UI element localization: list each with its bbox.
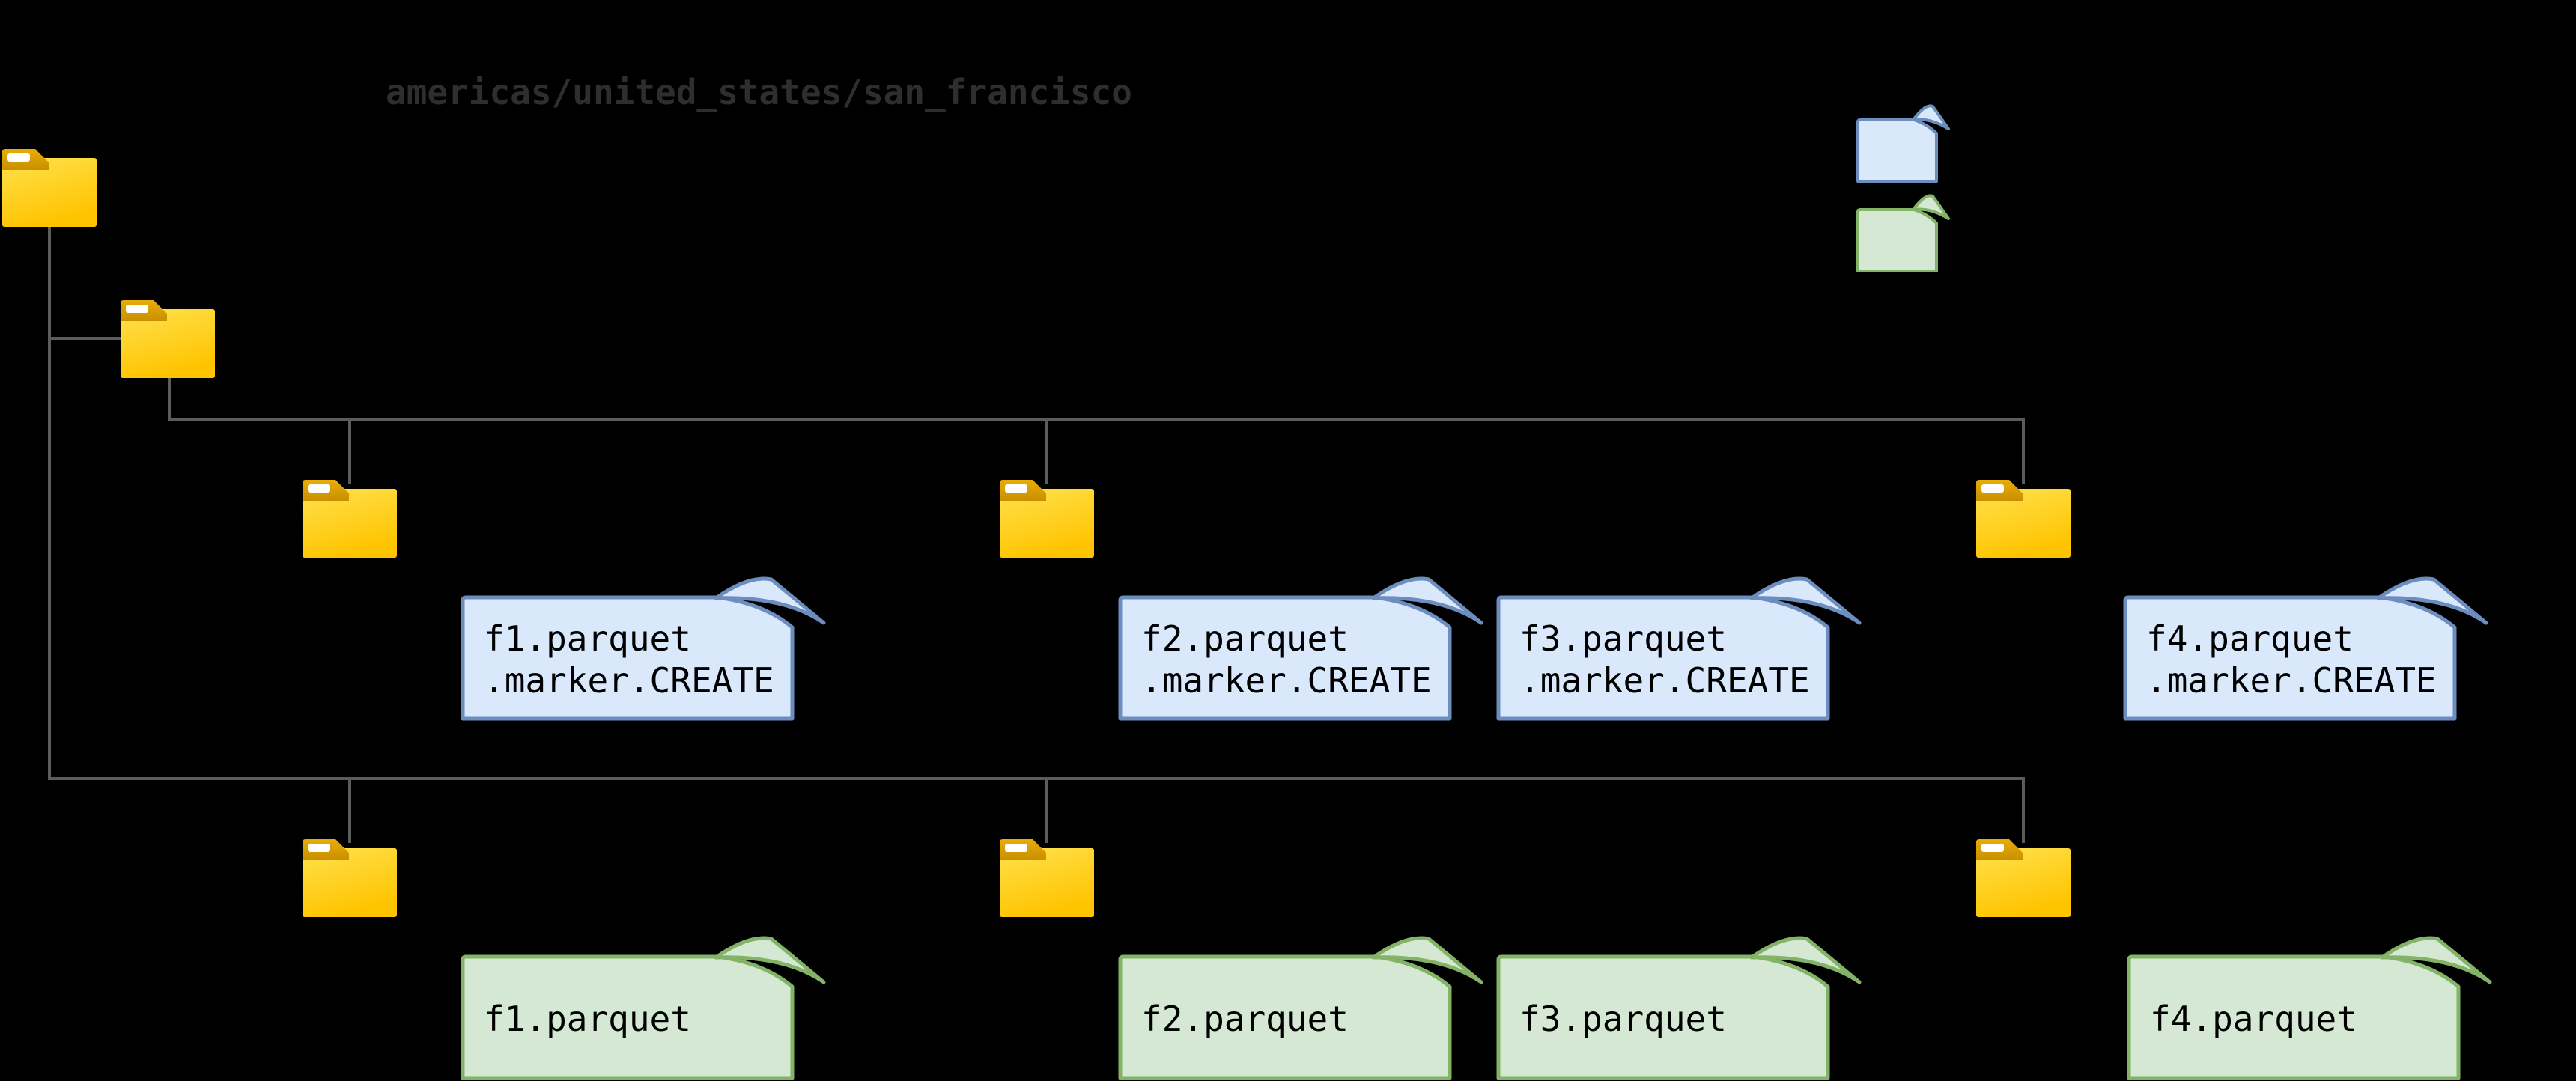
marker-dir-3-folder-icon — [1975, 479, 2071, 558]
marker-note-f4-line1: f4.parquet — [2146, 618, 2354, 659]
marker-note-f4-line2: .marker.CREATE — [2146, 660, 2437, 701]
data-dir-3-folder-icon — [1975, 838, 2071, 918]
marker-note-f4: f4.parquet.marker.CREATE — [2123, 576, 2488, 721]
data-dir-1-folder-icon — [302, 838, 398, 918]
child-folder-icon — [120, 299, 216, 379]
page-title: americas/united_states/san_francisco — [386, 72, 1132, 112]
data-note-f4-label: f4.parquet — [2150, 999, 2357, 1039]
data-note-f3-text: f3.parquet — [1519, 958, 1727, 1080]
marker-note-f1-line2: .marker.CREATE — [484, 660, 774, 701]
marker-note-f2-text: f2.parquet.marker.CREATE — [1141, 599, 1432, 720]
marker-note-f3: f3.parquet.marker.CREATE — [1496, 576, 1862, 721]
data-note-f1-label: f1.parquet — [484, 999, 691, 1039]
connector-root-to-child — [48, 337, 123, 340]
marker-note-f3-text: f3.parquet.marker.CREATE — [1519, 599, 1810, 720]
connector-drop-marker-3 — [2022, 418, 2025, 484]
connector-drop-marker-1 — [348, 418, 351, 484]
data-dir-2-folder-icon — [999, 838, 1095, 918]
data-note-f1: f1.parquet — [461, 936, 826, 1080]
data-note-f4-text: f4.parquet — [2150, 958, 2357, 1080]
data-note-f3-label: f3.parquet — [1519, 999, 1727, 1039]
marker-note-f2-line1: f2.parquet — [1141, 618, 1349, 659]
data-note-f2-text: f2.parquet — [1141, 958, 1349, 1080]
connector-drop-data-3 — [2022, 777, 2025, 843]
root-folder-icon — [1, 148, 97, 228]
legend-data-note-icon — [1856, 189, 1953, 275]
connector-root-vertical — [48, 225, 51, 780]
connector-drop-data-2 — [1045, 777, 1048, 843]
marker-note-f2-line2: .marker.CREATE — [1141, 660, 1432, 701]
marker-note-f4-text: f4.parquet.marker.CREATE — [2146, 599, 2437, 720]
marker-note-f2: f2.parquet.marker.CREATE — [1118, 576, 1483, 721]
connector-rail-data — [48, 777, 2025, 780]
marker-note-f1-line1: f1.parquet — [484, 618, 691, 659]
marker-note-f1: f1.parquet.marker.CREATE — [461, 576, 826, 721]
marker-note-f3-line1: f3.parquet — [1519, 618, 1727, 659]
connector-child-vertical — [168, 374, 171, 421]
connector-rail-markers — [168, 418, 2025, 421]
data-note-f1-text: f1.parquet — [484, 958, 691, 1080]
data-note-f4: f4.parquet — [2127, 936, 2492, 1080]
connector-drop-marker-2 — [1045, 418, 1048, 484]
marker-dir-2-folder-icon — [999, 479, 1095, 558]
marker-dir-1-folder-icon — [302, 479, 398, 558]
data-note-f2-label: f2.parquet — [1141, 999, 1349, 1039]
data-note-f2: f2.parquet — [1118, 936, 1483, 1080]
data-note-f3: f3.parquet — [1496, 936, 1862, 1080]
connector-drop-data-1 — [348, 777, 351, 843]
marker-note-f3-line2: .marker.CREATE — [1519, 660, 1810, 701]
marker-note-f1-text: f1.parquet.marker.CREATE — [484, 599, 774, 720]
legend-marker-note-icon — [1856, 99, 1953, 186]
